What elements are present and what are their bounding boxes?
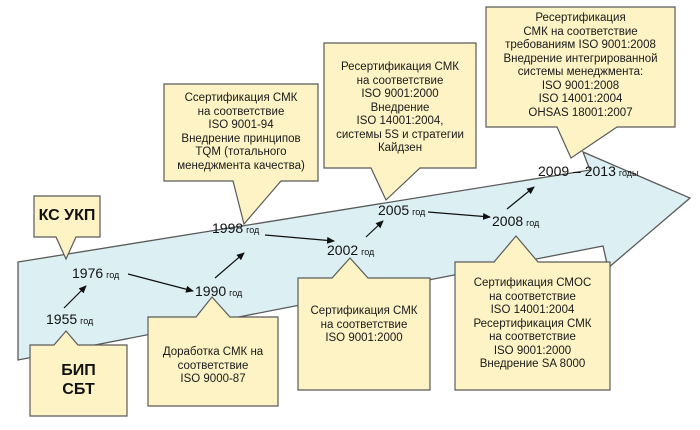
callout-2009-text-line: OHSAS 18001:2007 bbox=[528, 106, 633, 119]
callout-2005-text-line: ISO 9001:2000 bbox=[361, 88, 439, 100]
callout-1998-shape bbox=[163, 83, 319, 226]
callout-1990-text-line: Доработка СМК на bbox=[162, 346, 264, 358]
year-1998-suffix: год bbox=[246, 225, 260, 235]
callout-2002-text-line: на соответствие bbox=[320, 318, 408, 331]
callout-2009-shape bbox=[485, 6, 676, 159]
year-2009-2013-number: 2009 – 2013 bbox=[538, 163, 616, 179]
year-1976-suffix: год bbox=[106, 270, 120, 280]
timeline-arrow bbox=[17, 150, 692, 361]
callout-2002-text-line: ISO 9001:2000 bbox=[325, 332, 403, 344]
year-2005-suffix: год bbox=[412, 207, 426, 217]
callout-2005-text-line: Ресертификация СМК bbox=[341, 61, 459, 73]
bip-sbt-shape bbox=[29, 330, 128, 417]
callout-2005-text-line: Внедрение bbox=[370, 101, 430, 114]
sbt-label: СБТ bbox=[62, 381, 95, 398]
callout-2009-text-line: Ресертификация bbox=[535, 12, 626, 24]
callout-1998-text-line: менеджмента качества) bbox=[177, 159, 305, 172]
connector-1990-1998 bbox=[214, 252, 245, 279]
callout-1998-text-line: на соответствие bbox=[197, 105, 285, 118]
ks-ukp-shape bbox=[33, 195, 101, 261]
callout-1990-text-line: соответствие bbox=[177, 359, 249, 372]
callout-2009-text-line: требованиям ISO 9001:2008 bbox=[505, 39, 656, 51]
callout-2008-shape bbox=[454, 235, 611, 391]
callout-2005-shape bbox=[323, 42, 477, 202]
callout-2002-text-line: Сертификация СМК bbox=[310, 305, 418, 317]
year-2008-suffix: год bbox=[526, 218, 540, 228]
year-2008-number: 2008 bbox=[492, 213, 524, 229]
year-1955-number: 1955 bbox=[46, 311, 78, 327]
callout-2009-text-line: ISO 9001:2008 bbox=[541, 79, 620, 92]
year-1955-suffix: год bbox=[80, 316, 94, 326]
connector-1976-1990 bbox=[127, 273, 194, 293]
callout-2002-shape bbox=[297, 257, 431, 391]
callout-1998-text-line: TQM (тотального bbox=[195, 146, 287, 158]
connector-2002-2005 bbox=[365, 220, 384, 238]
callout-1998-text-line: Внедрение принципов bbox=[181, 132, 301, 145]
callout-2005-text-line: на соответствие bbox=[356, 74, 444, 87]
callout-1990-shape bbox=[147, 296, 279, 407]
year-1998-number: 1998 bbox=[212, 220, 244, 236]
callout-2008-text-line: на соответствие bbox=[489, 331, 576, 343]
callout-2005-text-line: Кайдзен bbox=[377, 142, 423, 154]
callout-2009-text-line: ISO 14001:2004 bbox=[538, 93, 623, 105]
callout-1998-text-line: Ссертификация СМК bbox=[184, 92, 298, 104]
bip-label: БИП bbox=[61, 362, 96, 379]
callout-2008-text-line: Ресертификация СМК bbox=[473, 317, 592, 330]
connector-2005-2008 bbox=[427, 211, 491, 220]
callout-2009-text-line: системы менеджмента: bbox=[517, 66, 644, 78]
callout-2005-text-line: системы 5S и стратегии bbox=[336, 128, 464, 141]
callout-2008-text-line: ISO 14001:2004 bbox=[490, 304, 575, 316]
year-1990-number: 1990 bbox=[195, 283, 227, 299]
year-1990-suffix: год bbox=[229, 288, 243, 298]
connector-2008-2009 bbox=[506, 186, 535, 210]
bip-sbt-label: БИП СБТ bbox=[30, 361, 127, 399]
callout-1998-text-line: ISO 9001-94 bbox=[208, 119, 274, 131]
year-2005-number: 2005 bbox=[378, 202, 410, 218]
callout-2005-text-line: ISO 14001:2004, bbox=[356, 115, 444, 127]
year-2002-suffix: год bbox=[361, 247, 375, 257]
connector-1998-2002 bbox=[264, 234, 335, 244]
callout-2009-text-line: СМК на соответствие bbox=[523, 25, 638, 38]
year-2009-2013-suffix: годы bbox=[618, 168, 639, 178]
callout-2008-text-line: Внедрение SA 8000 bbox=[479, 358, 586, 370]
connector-1955-1976 bbox=[63, 285, 87, 309]
callout-2008-text-line: Сертификация СМОС bbox=[473, 277, 592, 289]
callout-1990-text-line: ISO 9000-87 bbox=[180, 373, 246, 385]
callout-2009-text-line: Внедрение интегрированной bbox=[503, 52, 658, 65]
ks-ukp-label: КС УКП bbox=[38, 207, 96, 224]
callout-2008-text-line: ISO 9001:2000 bbox=[493, 344, 572, 357]
year-1976-number: 1976 bbox=[72, 265, 104, 281]
year-2002-number: 2002 bbox=[327, 242, 359, 258]
callout-2008-text-line: на соответствие bbox=[489, 290, 576, 303]
